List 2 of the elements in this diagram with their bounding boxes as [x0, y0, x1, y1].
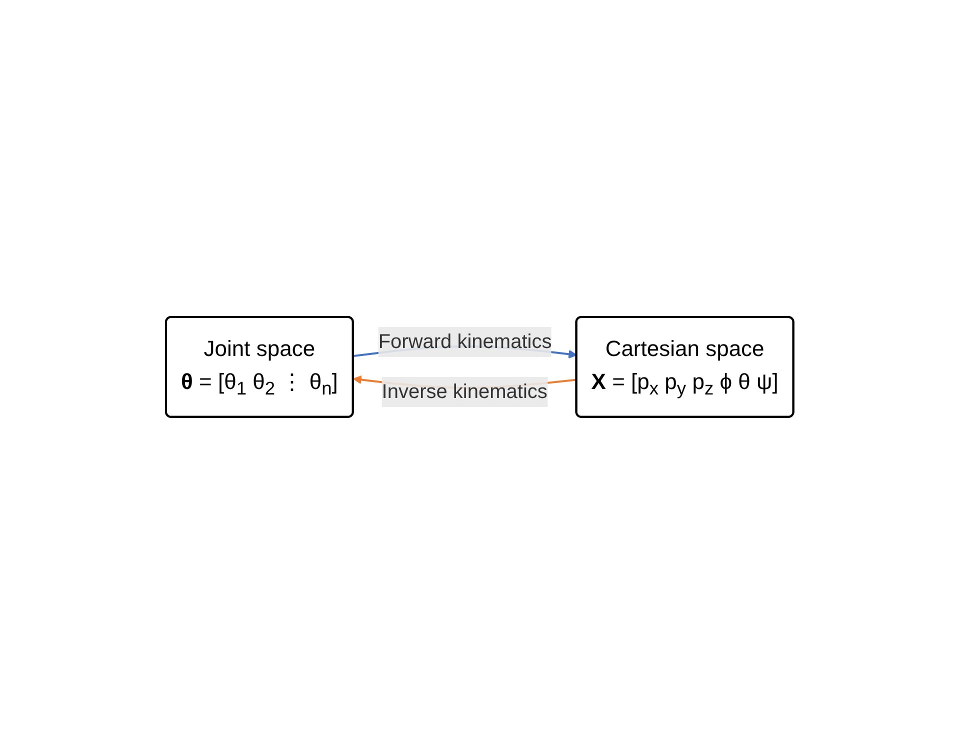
edge-label: Forward kinematics — [378, 331, 552, 354]
edge-label: Inverse kinematics — [382, 381, 548, 403]
